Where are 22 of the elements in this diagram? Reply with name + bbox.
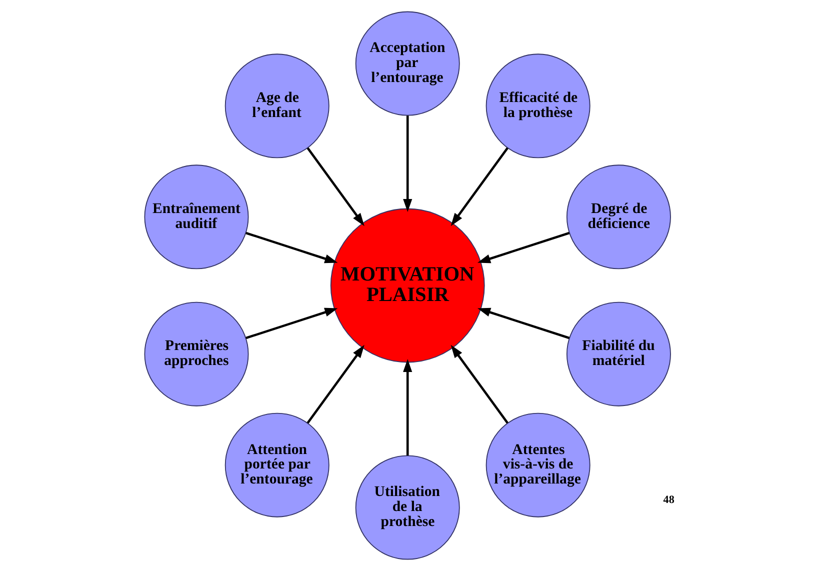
arrow: [306, 344, 364, 424]
arrow: [402, 358, 412, 456]
arrow: [245, 232, 338, 264]
label: 48: [662, 494, 674, 506]
node-circle: Attention portée par l’entourage: [224, 412, 329, 518]
node-circle: Age de l’enfant: [224, 54, 329, 158]
node-circle: Premières approches: [144, 302, 248, 406]
node-circle: Attentes vis-à-vis de l’appareillage: [485, 412, 590, 518]
node-circle: Efficacité de la prothèse: [485, 54, 590, 158]
node-circle: Entraînement auditif: [144, 164, 248, 270]
arrow: [402, 116, 412, 212]
node-circle: MOTIVATION PLAISIR: [330, 208, 484, 363]
arrow: [476, 232, 570, 264]
arrow: [306, 147, 364, 226]
node-circle: Fiabilité du matériel: [566, 302, 670, 406]
arrow: [245, 308, 338, 340]
node-circle: Degré de déficience: [566, 164, 670, 270]
arrow: [450, 147, 508, 226]
arrow: [450, 344, 508, 424]
node-circle: Utilisation de la prothèse: [354, 455, 460, 560]
node-circle: Acceptation par l’entourage: [354, 11, 460, 116]
arrow: [476, 308, 570, 340]
